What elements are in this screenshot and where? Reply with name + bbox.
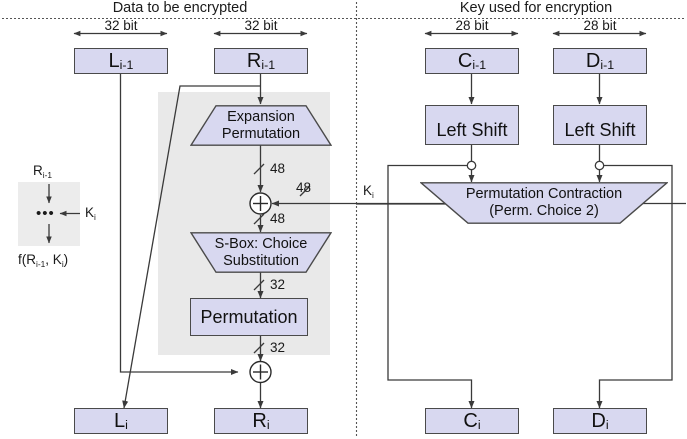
header-right-title: Key used for encryption xyxy=(459,0,613,16)
bit-label-left-data: 32 bit xyxy=(104,18,138,33)
register-r-next-label: R xyxy=(252,410,267,432)
register-c-prev-subscript: i-1 xyxy=(472,57,487,72)
legend-output-label: f(Ri-1, Ki) xyxy=(18,252,69,269)
legend-key-label: Ki xyxy=(85,205,96,222)
legend-input-subscript: i-1 xyxy=(42,169,53,180)
wire-label-sbox-out: 32 xyxy=(270,277,286,292)
register-l-prev-subscript: i-1 xyxy=(119,57,134,72)
wire-label-subkey: Ki xyxy=(363,183,374,200)
wire-label-subkey-subscript: i xyxy=(372,189,374,200)
bit-label-right-key: 28 bit xyxy=(583,18,617,33)
permutation-label: Permutation xyxy=(200,306,298,327)
legend-output-mid: , K xyxy=(45,252,62,267)
register-l-next-subscript: i xyxy=(125,417,128,432)
register-r-prev-subscript: i-1 xyxy=(261,57,276,72)
wire-label-permutation-out: 32 xyxy=(270,340,286,355)
register-c-next-label: C xyxy=(463,410,478,432)
register-c-next-subscript: i xyxy=(477,417,481,432)
left-shift-label-c: Left Shift xyxy=(436,120,508,140)
register-d-prev-subscript: i-1 xyxy=(600,57,615,72)
register-l-prev-label: L xyxy=(108,50,120,72)
register-d-next-label: D xyxy=(591,410,606,432)
register-l-next-label: L xyxy=(114,410,126,432)
permutation-block[interactable]: Permutation xyxy=(190,298,308,336)
legend-output-end: ) xyxy=(63,252,69,267)
legend-output-prefix: f(R xyxy=(18,252,36,267)
legend-key-subscript: i xyxy=(94,211,96,222)
xor-gate-feistel xyxy=(249,360,272,384)
wire-label-key-in: 48 xyxy=(296,180,312,195)
header-left-title: Data to be encrypted xyxy=(112,0,248,16)
left-shift-block-c[interactable]: Left Shift xyxy=(425,105,519,145)
xor-gate-key xyxy=(249,192,272,215)
expansion-permutation-block[interactable]: Expansion Permutation xyxy=(190,105,332,146)
wire-label-xor-out: 48 xyxy=(270,211,286,226)
legend-input-label: Ri-1 xyxy=(33,163,53,180)
left-shift-label-d: Left Shift xyxy=(564,120,636,140)
register-c-prev-label: C xyxy=(457,50,473,72)
register-d-prev-label: D xyxy=(585,50,601,72)
legend-output-subscript-1: i-1 xyxy=(36,258,46,269)
legend-output-subscript-2: i xyxy=(61,258,64,269)
bit-label-left-key: 28 bit xyxy=(455,18,489,33)
legend-input-letter: R xyxy=(33,163,43,178)
sbox-substitution-block[interactable]: S-Box: Choice Substitution xyxy=(190,232,332,273)
bit-label-right-data: 32 bit xyxy=(244,18,278,33)
left-shift-block-d[interactable]: Left Shift xyxy=(553,105,647,145)
wire-label-expansion-out: 48 xyxy=(270,161,286,176)
register-r-prev-label: R xyxy=(246,50,262,72)
register-d-next-subscript: i xyxy=(605,417,609,432)
legend-ellipsis-glyph: ••• xyxy=(36,205,55,222)
permutation-contraction-block[interactable]: Permutation Contraction (Perm. Choice 2) xyxy=(420,182,668,224)
legend-ellipsis: ••• xyxy=(36,205,55,222)
wire-label-subkey-letter: K xyxy=(363,183,373,198)
legend-key-letter: K xyxy=(85,205,95,220)
register-r-next-subscript: i xyxy=(266,417,270,432)
